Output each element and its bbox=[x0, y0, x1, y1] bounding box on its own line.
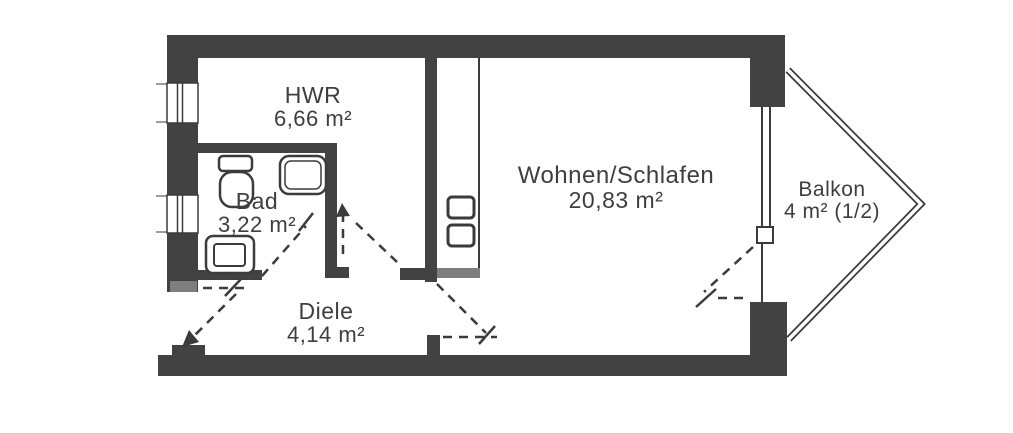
room-area: 6,66 m² bbox=[273, 106, 353, 131]
room-name: Balkon bbox=[798, 178, 866, 201]
pier-top-right bbox=[750, 57, 785, 107]
outer-wall-bottom bbox=[158, 355, 787, 376]
window-1 bbox=[156, 82, 199, 124]
arrow-hwr-door bbox=[336, 203, 350, 217]
room-area: 4 m² (1/2) bbox=[783, 200, 881, 223]
room-label-bad: Bad 3,22 m² bbox=[217, 188, 297, 237]
room-area: 3,22 m² bbox=[217, 212, 297, 237]
outer-wall-left-middle bbox=[167, 123, 198, 195]
room-label-wohnen-schlafen: Wohnen/Schlafen 20,83 m² bbox=[517, 162, 715, 213]
window-2 bbox=[156, 194, 199, 234]
wall-structure bbox=[158, 35, 787, 376]
tick-wohnen-door bbox=[478, 325, 496, 345]
entrance-door-jamb bbox=[427, 335, 440, 355]
bad-door-swing bbox=[261, 225, 307, 277]
outer-wall-left-upper bbox=[167, 35, 198, 83]
hwr-door-swing bbox=[355, 222, 398, 263]
window-2-sills bbox=[156, 195, 167, 233]
bottom-wall-left-stub bbox=[172, 345, 205, 356]
shaft-wall-stub bbox=[400, 268, 437, 280]
entry-door-swing-diag bbox=[190, 293, 237, 340]
shower-fixture-inner bbox=[284, 160, 322, 190]
bad-wall-bottom bbox=[197, 270, 262, 280]
room-label-balkon: Balkon 4 m² (1/2) bbox=[784, 179, 880, 223]
balcony-door-swing-diag bbox=[703, 246, 754, 293]
window-1-sills bbox=[156, 83, 167, 123]
door-swing-lines bbox=[190, 213, 754, 340]
balcony-railing-gap bbox=[786, 68, 924, 341]
tick-balcony-door bbox=[695, 288, 717, 308]
wohnen-door-swing-diag bbox=[436, 283, 487, 334]
room-label-hwr: HWR 6,66 m² bbox=[273, 82, 353, 131]
tick-entry-door bbox=[224, 278, 242, 297]
bad-wall-top bbox=[197, 143, 337, 153]
shaft-unit-1 bbox=[446, 195, 476, 220]
room-name: HWR bbox=[284, 82, 342, 108]
cistern-fixture bbox=[217, 154, 254, 173]
bad-wall-right-foot bbox=[325, 267, 349, 278]
shaft-wall bbox=[425, 57, 437, 282]
shaft-unit-2 bbox=[446, 223, 476, 248]
balcony-door-hinge bbox=[756, 226, 774, 244]
window-2-glazing bbox=[176, 195, 184, 233]
shaft-bottom-bar bbox=[437, 268, 480, 278]
door-swing-arrows bbox=[182, 203, 350, 347]
wall-stub-entry bbox=[170, 281, 197, 292]
toilet-fixture bbox=[218, 170, 255, 209]
washbasin-fixture-inner bbox=[213, 243, 246, 267]
room-name: Wohnen/Schlafen bbox=[517, 162, 715, 189]
bad-wall-right bbox=[325, 143, 337, 278]
linework bbox=[156, 57, 926, 347]
window-1-glazing bbox=[176, 83, 184, 123]
arrow-entry-door bbox=[182, 330, 199, 347]
outer-wall-top bbox=[167, 35, 785, 58]
fixtures bbox=[204, 154, 774, 275]
pier-bottom-right bbox=[750, 302, 787, 376]
room-label-diele: Diele 4,14 m² bbox=[286, 298, 366, 347]
room-area: 4,14 m² bbox=[286, 322, 366, 347]
room-area: 20,83 m² bbox=[568, 187, 664, 213]
tick-bad-door bbox=[298, 212, 314, 232]
door-swing-ticks bbox=[224, 212, 717, 345]
room-name: Diele bbox=[298, 298, 354, 324]
room-name: Bad bbox=[235, 188, 279, 214]
